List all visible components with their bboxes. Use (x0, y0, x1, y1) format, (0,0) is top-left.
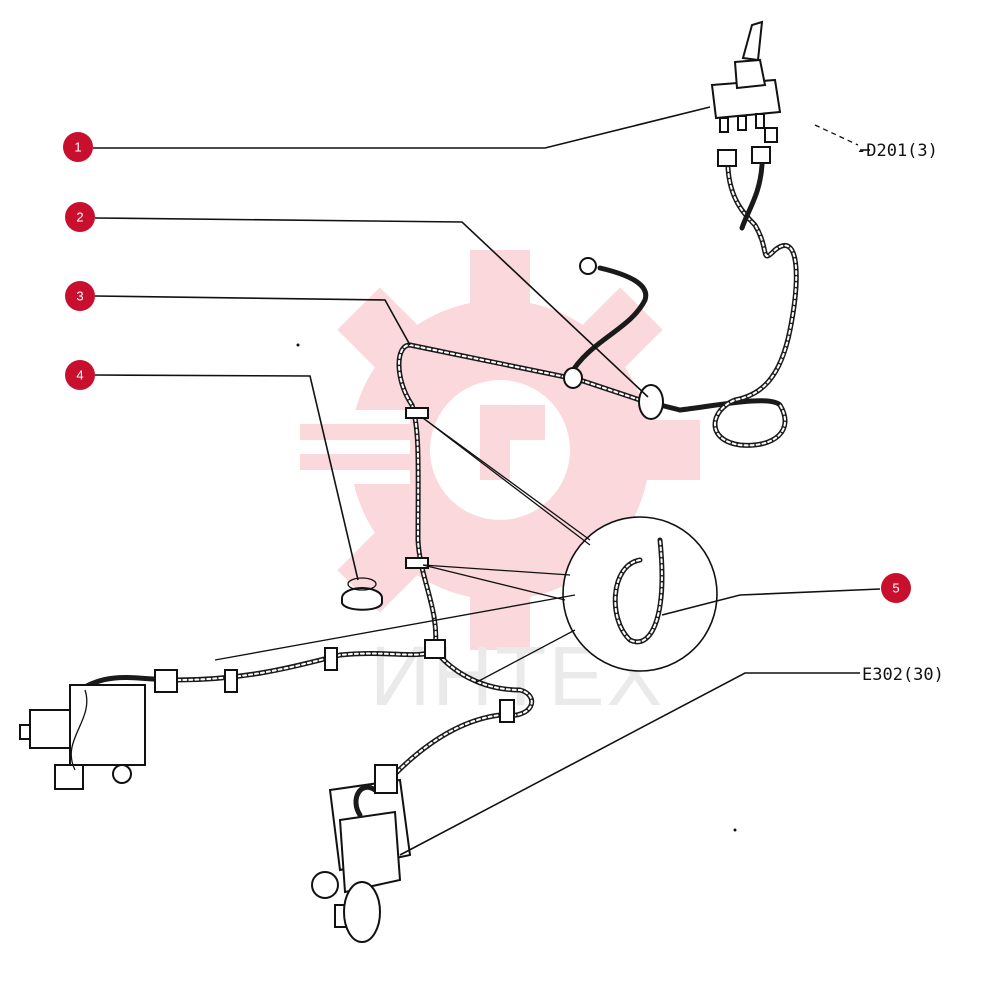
callout-4-label: 4 (76, 368, 83, 383)
detail-clip (214, 417, 718, 684)
leader-lines (93, 106, 881, 856)
callout-4: 4 (65, 360, 95, 390)
ref-label-e302: E302(30) (862, 665, 944, 685)
callout-1-label: 1 (74, 140, 81, 155)
callout-2: 2 (65, 202, 95, 232)
callout-1: 1 (63, 132, 93, 162)
dot-mark (733, 828, 737, 832)
callout-5: 5 (881, 573, 911, 603)
callout-2-label: 2 (76, 210, 83, 225)
toggle-switch (710, 20, 782, 167)
callout-3: 3 (65, 281, 95, 311)
ref-label-d201: -D201(3) (856, 141, 938, 161)
callout-5-label: 5 (892, 581, 899, 596)
left-motor (19, 684, 146, 790)
grommet (341, 577, 383, 611)
dot-mark (296, 343, 300, 347)
main-harness (77, 257, 683, 793)
callout-3-label: 3 (76, 289, 83, 304)
right-actuator (311, 764, 412, 943)
switch-harness (677, 162, 799, 448)
